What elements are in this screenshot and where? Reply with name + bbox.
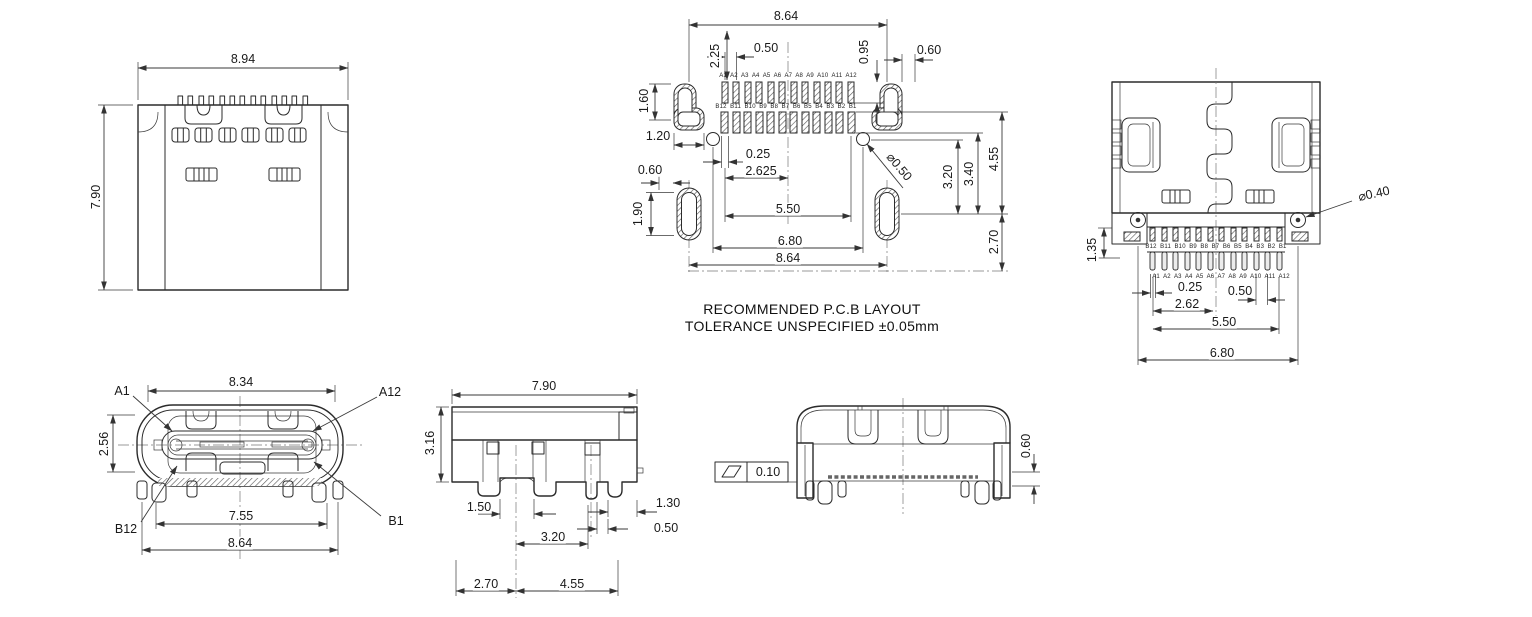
dim-pcb-oval-gap: 0.60 — [636, 162, 664, 177]
dim-pcb-pad-width: 0.25 — [744, 146, 772, 161]
dim-top-height: 7.90 — [88, 183, 103, 211]
dim-bottom-span-pins: 5.50 — [1210, 314, 1238, 329]
dim-pcb-3-20: 3.20 — [940, 163, 955, 191]
pcb-pin-labels-b: B12 B11 B10 B9 B8 B7 B6 B5 B4 B3 B2 B1 — [715, 104, 857, 110]
dim-pcb-pad-length: 0.95 — [856, 38, 871, 66]
top-view-linework — [98, 62, 349, 291]
side-view-linework — [436, 389, 657, 598]
dim-front-width-feet: 7.55 — [227, 508, 255, 523]
dim-front-width-overall: 8.64 — [226, 535, 254, 550]
dim-side-depth: 7.90 — [530, 378, 558, 393]
dim-pcb-hook-height: 1.60 — [636, 87, 651, 115]
rear-view-linework — [714, 398, 1040, 514]
dim-side-rear-depth: 4.55 — [558, 576, 586, 591]
dim-side-peg-offset: 0.50 — [652, 520, 680, 535]
dim-rear-standoff: 0.60 — [1018, 432, 1033, 460]
dim-side-leg-gap: 1.50 — [465, 499, 493, 514]
dim-bottom-shield-offset: 1.35 — [1084, 236, 1099, 264]
dim-top-width: 8.94 — [229, 51, 257, 66]
label-pin-b1: B1 — [387, 513, 405, 528]
dim-side-height: 3.16 — [422, 429, 437, 457]
front-view-linework — [107, 385, 382, 560]
label-pin-a1: A1 — [113, 383, 131, 398]
caption-line2: TOLERANCE UNSPECIFIED ±0.05mm — [684, 318, 940, 334]
dim-pcb-overall-top: 8.64 — [772, 8, 800, 23]
bottom-pin-labels-a: A1 A2 A3 A4 A5 A6 A7 A8 A9 A10 A11 A12 — [1152, 274, 1290, 280]
dim-pcb-hook-width: 1.20 — [644, 128, 672, 143]
dim-bottom-span-holes: 6.80 — [1208, 345, 1236, 360]
dim-bottom-pin-width: 0.25 — [1176, 279, 1204, 294]
pcb-pin-labels-a: A1 A2 A3 A4 A5 A6 A7 A8 A9 A10 A11 A12 — [719, 73, 857, 79]
dim-front-width-shell: 8.34 — [227, 374, 255, 389]
flatness-tolerance-value: 0.10 — [755, 464, 781, 479]
dim-pcb-4-55: 4.55 — [986, 145, 1001, 173]
dim-side-leg-span: 3.20 — [539, 529, 567, 544]
pcb-layout-linework — [641, 19, 1010, 272]
dim-pcb-half-span: 2.625 — [744, 163, 778, 178]
dim-pcb-overall-bottom: 8.64 — [774, 250, 802, 265]
dim-pcb-span-pads: 5.50 — [774, 201, 802, 216]
dim-bottom-half-span: 2.62 — [1173, 296, 1201, 311]
dim-pcb-edge-gap: 0.60 — [915, 42, 943, 57]
dim-side-front-depth: 2.70 — [472, 576, 500, 591]
dim-pcb-span-holes: 6.80 — [776, 233, 804, 248]
dim-pcb-oval-length: 1.90 — [630, 200, 645, 228]
dim-pcb-3-40: 3.40 — [961, 160, 976, 188]
dim-front-tongue-height: 2.56 — [96, 430, 111, 458]
dim-side-leg-width: 1.30 — [654, 495, 682, 510]
dim-pcb-row-offset: 2.25 — [707, 42, 722, 70]
dim-pcb-pitch: 0.50 — [752, 40, 780, 55]
bottom-view-linework — [1098, 68, 1353, 365]
dim-pcb-2-70: 2.70 — [986, 228, 1001, 256]
label-pin-a12: A12 — [377, 384, 403, 399]
label-pin-b12: B12 — [113, 521, 139, 536]
caption-line1: RECOMMENDED P.C.B LAYOUT — [703, 301, 921, 317]
dim-bottom-pitch: 0.50 — [1226, 283, 1254, 298]
bottom-pin-labels-b: B12 B11 B10 B9 B8 B7 B6 B5 B4 B3 B2 B1 — [1145, 244, 1287, 250]
